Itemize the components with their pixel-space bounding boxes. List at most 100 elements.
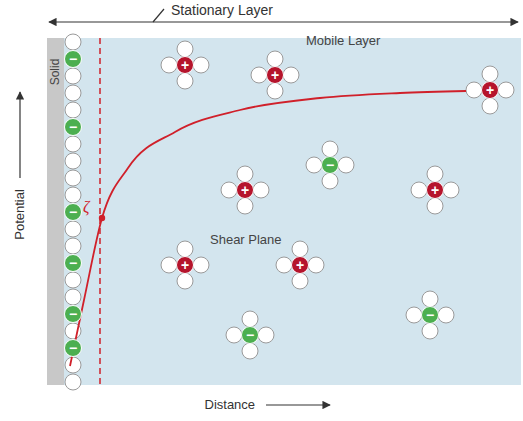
- charge-sign: −: [69, 256, 77, 270]
- distance-axis-arrow: [266, 404, 330, 405]
- layer-label: Stationary Layer: [171, 2, 273, 18]
- charge-sign: −: [69, 52, 77, 66]
- charge-sign: −: [326, 158, 334, 172]
- water-molecule: [242, 343, 258, 359]
- water-molecule: [498, 82, 514, 98]
- water-molecule: [292, 241, 308, 257]
- water-molecule: [443, 182, 459, 198]
- anion: −: [241, 326, 259, 344]
- cation: +: [481, 81, 499, 99]
- water-molecule: [177, 73, 193, 89]
- water-molecule: [251, 67, 267, 83]
- water-molecule: [322, 141, 338, 157]
- cation: +: [176, 256, 194, 274]
- shear-plane-line: [99, 38, 101, 385]
- water-molecule: [65, 68, 81, 84]
- solid-surface: Solid: [47, 38, 64, 385]
- water-molecule: [161, 57, 177, 73]
- water-molecule: [65, 153, 81, 169]
- anion: −: [321, 156, 339, 174]
- charge-sign: +: [181, 258, 189, 272]
- surface-charge: −: [64, 50, 82, 68]
- water-molecule: [193, 257, 209, 273]
- water-molecule: [65, 289, 81, 305]
- layer-label: Mobile Layer: [306, 34, 380, 49]
- water-molecule: [422, 291, 438, 307]
- water-molecule: [65, 34, 81, 50]
- surface-charge: −: [64, 203, 82, 221]
- charge-sign: −: [426, 308, 434, 322]
- water-molecule: [65, 102, 81, 118]
- water-molecule: [427, 166, 443, 182]
- water-molecules: [65, 34, 514, 390]
- water-molecule: [65, 238, 81, 254]
- charge-sign: −: [69, 341, 77, 355]
- anion: −: [421, 306, 439, 324]
- water-molecule: [65, 357, 81, 373]
- charge-sign: +: [181, 58, 189, 72]
- water-molecule: [177, 241, 193, 257]
- liquid-ground: [47, 38, 521, 385]
- water-molecule: [242, 311, 258, 327]
- water-molecule: [466, 82, 482, 98]
- cation: +: [266, 66, 284, 84]
- zeta-symbol: ζ: [83, 198, 89, 216]
- charge-sign: +: [271, 68, 279, 82]
- water-molecule: [438, 307, 454, 323]
- water-molecule: [237, 198, 253, 214]
- water-molecule: [306, 157, 322, 173]
- charge-sign: −: [69, 205, 77, 219]
- water-molecule: [276, 257, 292, 273]
- charge-sign: +: [241, 183, 249, 197]
- water-molecule: [253, 182, 269, 198]
- charge-sign: +: [431, 183, 439, 197]
- water-molecule: [322, 173, 338, 189]
- water-molecule: [65, 272, 81, 288]
- water-molecule: [65, 85, 81, 101]
- water-molecule: [177, 41, 193, 57]
- water-molecule: [267, 83, 283, 99]
- axis-label: Distance: [205, 398, 256, 413]
- water-molecule: [482, 98, 498, 114]
- shear-point: [99, 215, 105, 221]
- potential-curve: [70, 91, 466, 366]
- water-molecule: [65, 187, 81, 203]
- water-molecule: [427, 198, 443, 214]
- water-molecule: [193, 57, 209, 73]
- plane-label: Shear Plane: [210, 233, 282, 248]
- cation: +: [236, 181, 254, 199]
- surface-charge: −: [64, 339, 82, 357]
- water-molecule: [221, 182, 237, 198]
- water-molecule: [161, 257, 177, 273]
- charge-sign: −: [69, 120, 77, 134]
- water-molecule: [422, 323, 438, 339]
- charge-sign: −: [246, 328, 254, 342]
- cation: +: [176, 56, 194, 74]
- water-molecule: [226, 327, 242, 343]
- water-molecule: [308, 257, 324, 273]
- water-molecule: [177, 273, 193, 289]
- water-molecule: [411, 182, 427, 198]
- surface-charge: −: [64, 118, 82, 136]
- cation: +: [426, 181, 444, 199]
- potential-axis-arrow: [19, 92, 20, 178]
- water-molecule: [292, 273, 308, 289]
- surface-charge: −: [64, 254, 82, 272]
- water-molecule: [283, 67, 299, 83]
- charge-sign: +: [296, 258, 304, 272]
- surface-charge: −: [64, 305, 82, 323]
- axis-label: Potential: [12, 189, 27, 240]
- water-molecule: [258, 327, 274, 343]
- charge-sign: −: [69, 307, 77, 321]
- water-molecule: [237, 166, 253, 182]
- water-molecule: [65, 374, 81, 390]
- water-molecule: [65, 136, 81, 152]
- leader-line: [153, 9, 164, 22]
- water-molecule: [65, 170, 81, 186]
- charge-sign: +: [486, 83, 494, 97]
- stationary-layer-arrow: [49, 21, 518, 22]
- water-molecule: [482, 66, 498, 82]
- water-molecule: [406, 307, 422, 323]
